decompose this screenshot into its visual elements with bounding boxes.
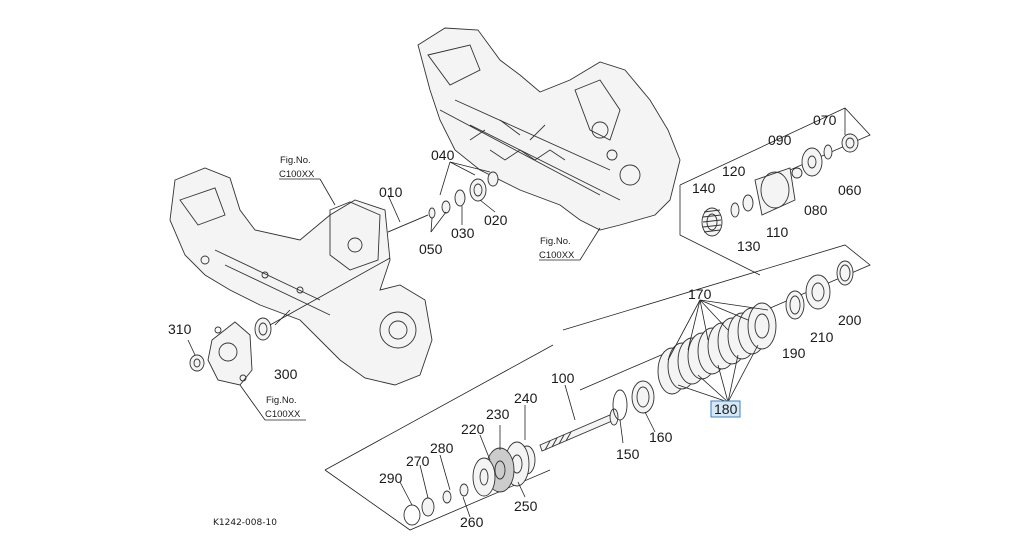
part-labels: 010 020 030 040 050 060 070 080 090 100 …	[168, 112, 862, 530]
part-label-210[interactable]: 210	[810, 329, 834, 345]
part-label-100[interactable]: 100	[551, 370, 575, 386]
fig-ref-3-line2: C100XX	[265, 409, 301, 420]
fig-ref-1[interactable]: Fig.No. C100XX	[270, 153, 336, 206]
part-label-230[interactable]: 230	[486, 406, 510, 422]
lower-shaft-group	[539, 380, 656, 452]
diagram-code: K1242-008-10	[213, 518, 277, 528]
part-label-160[interactable]: 160	[649, 429, 673, 445]
part-label-140[interactable]: 140	[692, 180, 716, 196]
part-label-270[interactable]: 270	[406, 453, 430, 469]
part-label-120[interactable]: 120	[722, 163, 746, 179]
clutch-group	[562, 244, 871, 403]
part-label-060[interactable]: 060	[838, 182, 862, 198]
part-label-030[interactable]: 030	[451, 225, 475, 241]
upper-housing	[417, 27, 681, 231]
lower-left-group	[324, 344, 554, 531]
upper-right-group	[679, 107, 871, 276]
fig-ref-3-line1: Fig.No.	[266, 395, 297, 406]
part-label-250[interactable]: 250	[514, 498, 538, 514]
part-label-040[interactable]: 040	[431, 147, 455, 163]
part-label-050[interactable]: 050	[419, 241, 443, 257]
fig-ref-3[interactable]: Fig.No. C100XX	[239, 384, 306, 421]
part-label-070[interactable]: 070	[813, 112, 837, 128]
part-label-290[interactable]: 290	[379, 470, 403, 486]
part-label-080[interactable]: 080	[804, 202, 828, 218]
left-parts	[187, 257, 391, 386]
fig-ref-1-line1: Fig.No.	[280, 155, 311, 166]
part-label-020[interactable]: 020	[484, 212, 508, 228]
fig-ref-2-line2: C100XX	[539, 250, 575, 261]
part-label-170[interactable]: 170	[688, 286, 712, 302]
part-label-260[interactable]: 260	[460, 514, 484, 530]
part-180-highlight	[710, 400, 741, 418]
part-label-310[interactable]: 310	[168, 321, 192, 337]
shaft-group-upper	[387, 161, 499, 233]
part-label-110[interactable]: 110	[766, 224, 789, 240]
fig-ref-2-line1: Fig.No.	[540, 236, 571, 247]
part-label-280[interactable]: 280	[430, 440, 454, 456]
part-label-220[interactable]: 220	[461, 421, 485, 437]
part-label-180[interactable]: 180	[714, 401, 738, 417]
part-label-130[interactable]: 130	[737, 238, 761, 254]
part-label-240[interactable]: 240	[514, 390, 538, 406]
left-housing	[169, 167, 433, 386]
part-label-010[interactable]: 010	[379, 184, 403, 200]
fig-ref-2[interactable]: Fig.No. C100XX	[539, 227, 601, 261]
clutch-plates	[657, 302, 777, 395]
part-label-200[interactable]: 200	[838, 312, 862, 328]
part-label-090[interactable]: 090	[768, 132, 792, 148]
part-label-190[interactable]: 190	[782, 345, 806, 361]
fig-ref-1-line2: C100XX	[279, 169, 315, 180]
part-label-300[interactable]: 300	[274, 366, 298, 382]
part-label-150[interactable]: 150	[616, 446, 640, 462]
